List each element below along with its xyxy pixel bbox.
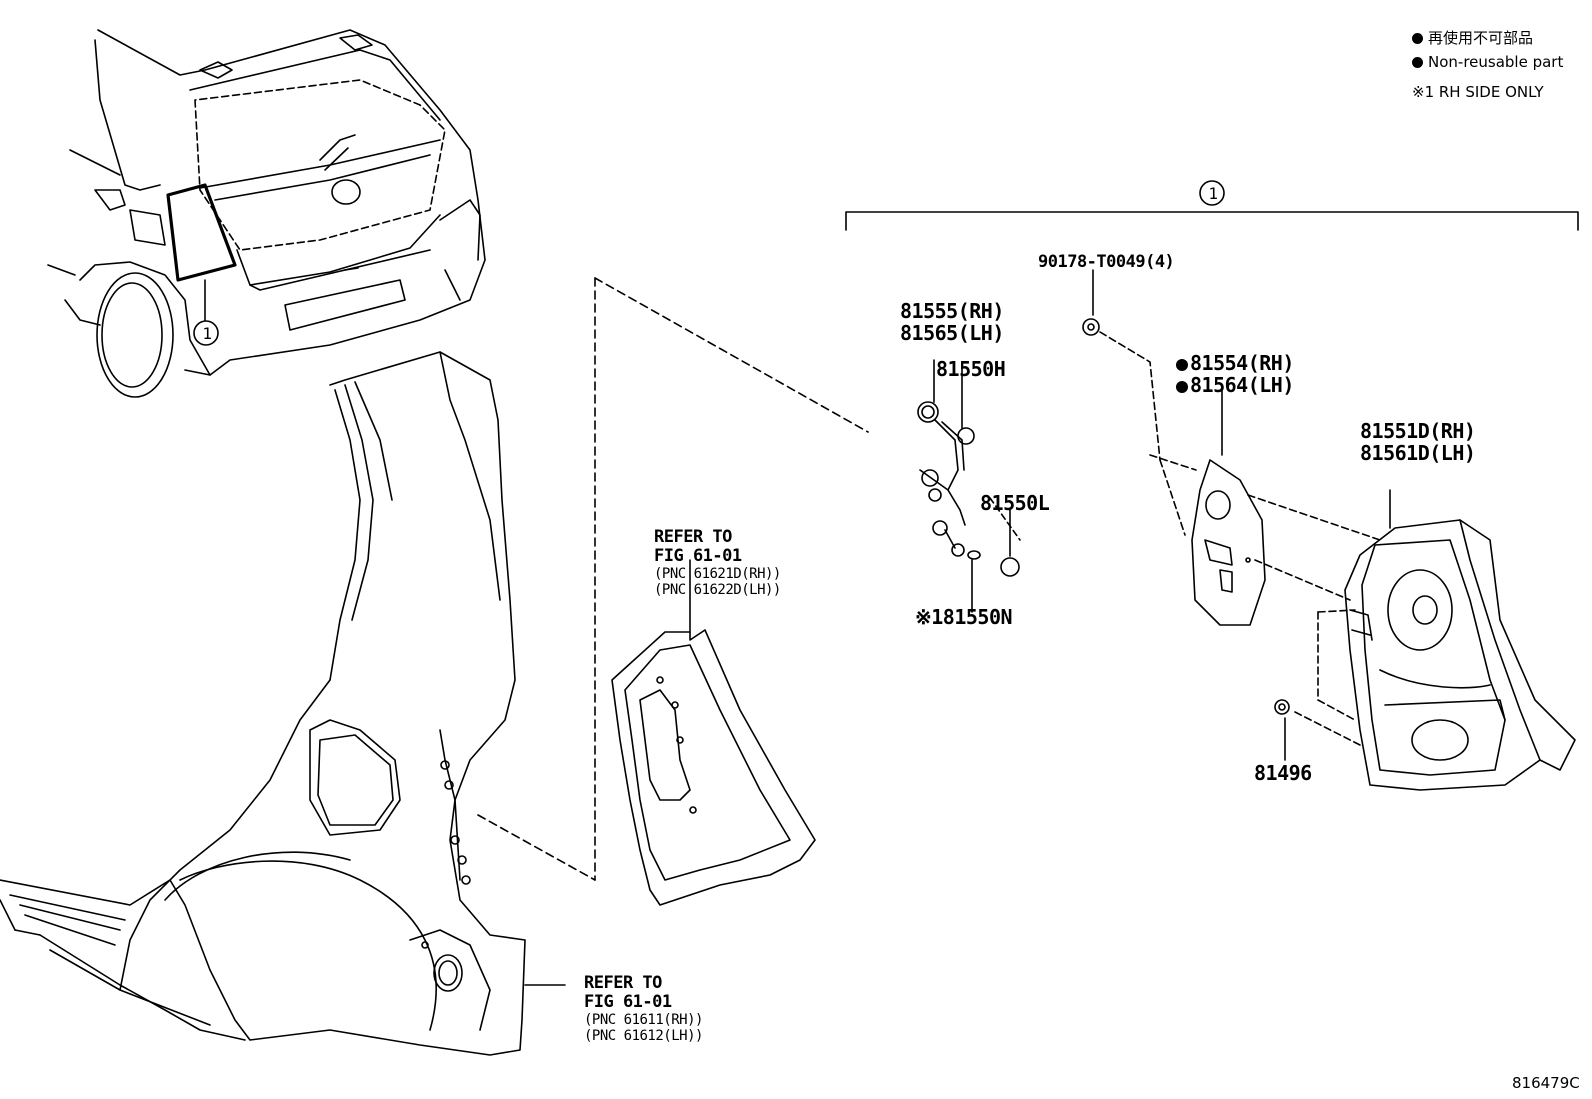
quarter-panel — [0, 351, 566, 1056]
diagram-id: 816479C — [1512, 1074, 1580, 1092]
inner-panel — [477, 277, 869, 906]
legend-item-note: ※1 RH SIDE ONLY — [1412, 83, 1544, 101]
callout-assy: 1 — [1208, 184, 1218, 203]
bullet-icon — [1412, 57, 1423, 68]
refer-upper-line1: REFER TO — [654, 527, 732, 547]
refer-lower-line3: (PNC 61611(RH)) — [584, 1012, 703, 1028]
non-reusable-dot-icon — [1176, 359, 1188, 371]
assembly-bracket — [845, 180, 1579, 231]
bullet-icon — [1412, 33, 1423, 44]
label-81564[interactable]: 81564(LH) — [1176, 374, 1294, 396]
legend-item-en: Non-reusable part — [1412, 50, 1563, 74]
gasket — [1149, 389, 1381, 626]
legend: 再使用不可部品 Non-reusable part ※1 RH SIDE ONL… — [1412, 26, 1563, 104]
label-81555[interactable]: 81555(RH) — [900, 299, 1004, 323]
tail-lamp-assy — [1317, 489, 1576, 791]
non-reusable-dot-icon — [1176, 381, 1188, 393]
label-81550n[interactable]: ※181550N — [915, 605, 1013, 629]
label-81561d[interactable]: 81561D(LH) — [1360, 441, 1476, 465]
label-81554[interactable]: 81554(RH) — [1176, 352, 1294, 374]
label-90178[interactable]: 90178-T0049(4) — [1038, 252, 1175, 272]
car-rear-view — [47, 29, 486, 398]
callout-car: 1 — [202, 324, 212, 343]
label-81550h[interactable]: 81550H — [936, 357, 1006, 381]
label-81565[interactable]: 81565(LH) — [900, 321, 1004, 345]
refer-lower[interactable]: REFER TO FIG 61-01 (PNC 61611(RH)) (PNC … — [584, 973, 703, 1045]
refer-lower-line1: REFER TO — [584, 973, 662, 993]
screw — [1082, 269, 1161, 461]
refer-upper-line2: FIG 61-01 — [654, 546, 742, 566]
refer-upper-line4: (PNC 61622D(LH)) — [654, 582, 781, 598]
label-81551d[interactable]: 81551D(RH) — [1360, 419, 1476, 443]
clip — [1274, 699, 1361, 761]
refer-lower-line2: FIG 61-01 — [584, 992, 672, 1012]
socket-and-wire — [917, 359, 1021, 613]
label-81550l[interactable]: 81550L — [980, 491, 1050, 515]
legend-item-jp: 再使用不可部品 — [1412, 26, 1563, 50]
label-81496[interactable]: 81496 — [1254, 761, 1312, 785]
refer-lower-line4: (PNC 61612(LH)) — [584, 1028, 703, 1044]
refer-upper-line3: (PNC 61621D(RH)) — [654, 566, 781, 582]
refer-upper[interactable]: REFER TO FIG 61-01 (PNC 61621D(RH)) (PNC… — [654, 527, 781, 599]
